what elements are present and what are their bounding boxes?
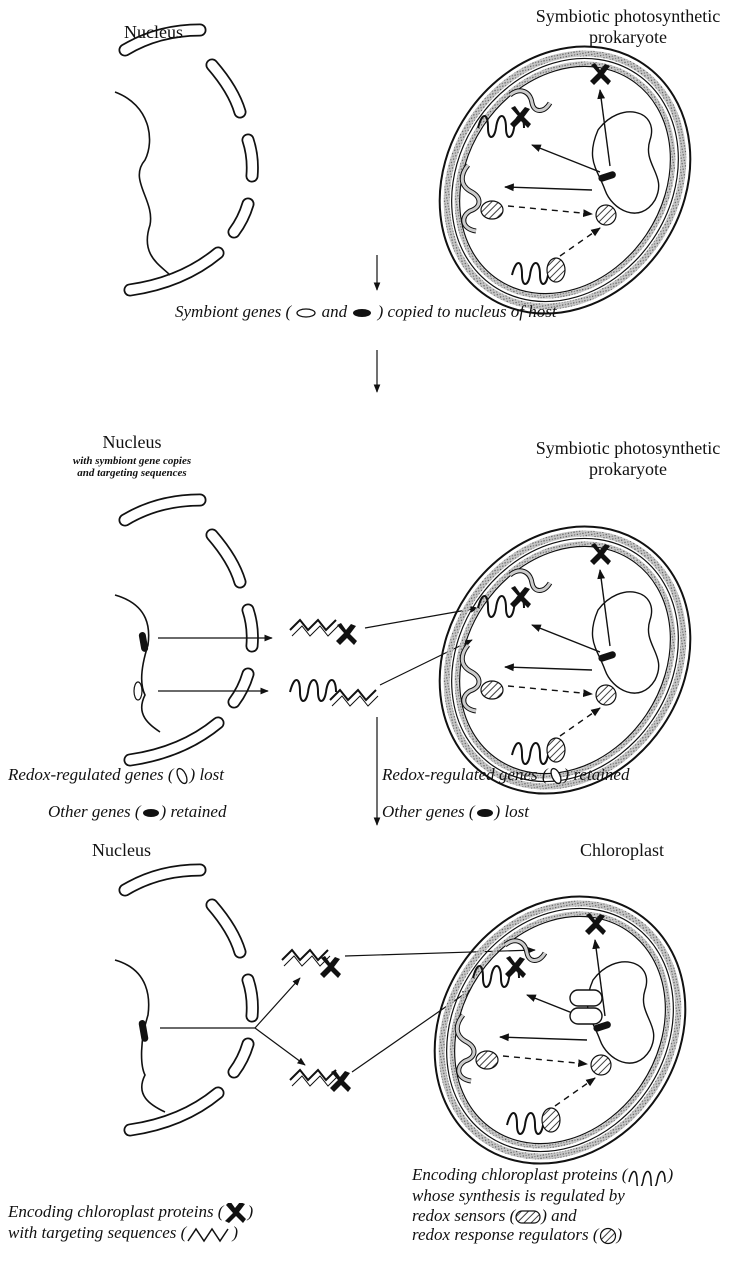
redox-gene-icon-2 bbox=[548, 767, 564, 785]
redox-regulator-icon bbox=[599, 1227, 617, 1245]
redox-gene-icon bbox=[174, 767, 190, 785]
nuclear-dna-1 bbox=[115, 92, 170, 275]
nucleus-title-3: Nucleus bbox=[92, 840, 151, 861]
symbiont-title-1: Symbiotic photosynthetic prokaryote bbox=[528, 6, 728, 47]
filled-gene-icon bbox=[351, 307, 373, 319]
other-retained-caption: Other genes () retained bbox=[48, 802, 226, 822]
chloroplast-title: Chloroplast bbox=[580, 840, 664, 861]
nucleus-title-2: Nucleus bbox=[52, 432, 212, 453]
redox-lost-caption: Redox-regulated genes () lost bbox=[8, 765, 224, 785]
coiled-protein-icon bbox=[627, 1166, 667, 1186]
targeting-sequence-2 bbox=[330, 690, 378, 706]
other-gene-icon-2 bbox=[475, 807, 495, 819]
other-gene-icon bbox=[141, 807, 161, 819]
chloroplast bbox=[384, 848, 736, 1212]
panel-1 bbox=[115, 0, 741, 392]
symbiont-2 bbox=[389, 478, 741, 842]
nucleus-envelope-2 bbox=[125, 500, 252, 760]
symbiont-title-2: Symbiotic photosynthetic prokaryote bbox=[528, 438, 728, 479]
nucleus-title-1: Nucleus bbox=[124, 22, 183, 43]
targeting-sequence-icon bbox=[186, 1223, 232, 1245]
coil-1 bbox=[290, 680, 336, 701]
protein-x-1 bbox=[336, 623, 357, 645]
targeting-sequence-1 bbox=[290, 620, 338, 636]
legend-right: Encoding chloroplast proteins () whose s… bbox=[412, 1165, 673, 1245]
redox-retained-caption: Redox-regulated genes () retained bbox=[382, 765, 629, 785]
targeted-protein-icon bbox=[223, 1203, 247, 1223]
protein-x-2 bbox=[320, 956, 341, 978]
nucleus-subtitle: with symbiont gene copies and targeting … bbox=[42, 455, 222, 479]
open-gene-icon bbox=[295, 307, 317, 319]
panel-2 bbox=[115, 478, 741, 842]
other-lost-caption: Other genes () lost bbox=[382, 802, 529, 822]
redox-sensor-icon bbox=[515, 1210, 541, 1224]
targeting-sequence-4 bbox=[290, 1070, 338, 1086]
legend-left: Encoding chloroplast proteins () with ta… bbox=[8, 1202, 253, 1245]
nucleus-envelope-3 bbox=[125, 870, 252, 1130]
panel-3 bbox=[115, 848, 736, 1212]
step1-caption: Symbiont genes ( and ) copied to nucleus… bbox=[175, 302, 557, 322]
